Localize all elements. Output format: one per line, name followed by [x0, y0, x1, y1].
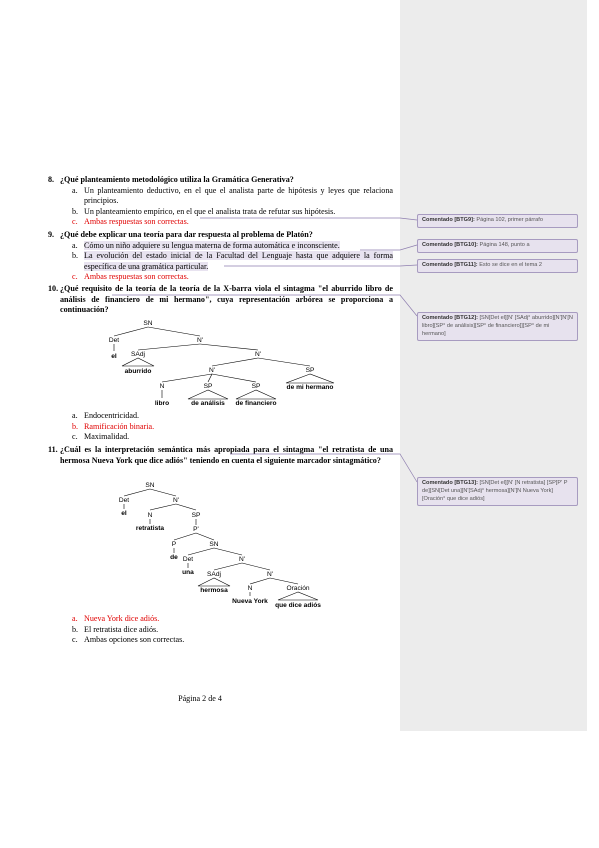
phrase-nueva-york: Nueva York: [232, 598, 268, 605]
node-pbar: P': [193, 526, 199, 533]
question-10: 10. ¿Qué requisito de la teoría de la te…: [48, 284, 393, 316]
node-nbar2: N': [255, 351, 261, 358]
node-sn: SN: [145, 482, 154, 489]
option-c-answer[interactable]: c.Ambas respuestas son correctas.: [72, 217, 189, 227]
question-text: ¿Qué debe explicar una teoría para dar r…: [60, 230, 313, 239]
option-b[interactable]: b.El retratista dice adiós.: [72, 624, 159, 634]
node-nbar: N': [173, 497, 179, 504]
node-sp1: SP: [204, 383, 213, 390]
option-b-answer[interactable]: b.Ramificación binaria.: [72, 421, 155, 431]
node-det2: Det: [183, 556, 193, 563]
node-sadj: SAdj: [131, 351, 145, 358]
node-oracion: Oración: [286, 585, 309, 592]
question-text: ¿Cuál es la interpretación semántica más…: [60, 445, 393, 465]
node-sp-top: SP: [306, 367, 315, 374]
comment-btg10[interactable]: Comentado [BTG10]: Página 148, punto a: [417, 239, 578, 253]
option-c[interactable]: c.Maximalidad.: [72, 432, 130, 442]
page-footer: Página 2 de 4: [178, 694, 222, 703]
option-a-answer[interactable]: a.Nueva York dice adiós.: [72, 614, 160, 623]
comment-btg13[interactable]: Comentado [BTG13]: [SN[Det el][N' [N ret…: [417, 477, 578, 507]
option-c-answer[interactable]: c.Ambas respuestas son correctas.: [72, 272, 189, 282]
question-10-options: a.Endocentricidad. b.Ramificación binari…: [48, 411, 393, 443]
word-de: de: [170, 554, 178, 561]
node-nbar2: N': [239, 556, 245, 563]
node-sn: SN: [143, 320, 152, 327]
word-hermosa: hermosa: [200, 587, 228, 594]
document-page: [0, 0, 400, 848]
node-n: N: [148, 512, 153, 519]
option-a[interactable]: a.Cómo un niño adquiere su lengua matern…: [72, 240, 340, 250]
question-8: 8. ¿Qué planteamiento metodológico utili…: [48, 175, 393, 228]
word-retratista: retratista: [136, 525, 165, 532]
question-text: ¿Qué planteamiento metodológico utiliza …: [60, 175, 294, 184]
word-el: el: [111, 353, 117, 360]
comment-btg11[interactable]: Comentado [BTG11]: Esto se dice en el te…: [417, 259, 578, 273]
question-number: 11.: [48, 445, 58, 454]
node-sp2: SP: [252, 383, 261, 390]
comment-btg12[interactable]: Comentado [BTG12]: [SN[Det el][N' [SAdj°…: [417, 312, 578, 342]
option-b[interactable]: b.Un planteamiento empírico, en el que e…: [72, 206, 336, 216]
option-a[interactable]: a.Endocentricidad.: [72, 411, 140, 420]
syntax-tree-q11: SN Det el N' N retratista SP P' P de SN …: [119, 482, 321, 609]
phrase-de-mi-hermano: de mi hermano: [287, 384, 334, 391]
node-nbar1: N': [197, 337, 203, 344]
node-sn2: SN: [209, 541, 218, 548]
phrase-que-dice-adios: que dice adiós: [275, 602, 321, 609]
comment-margin: [400, 0, 587, 731]
word-libro: libro: [155, 400, 169, 407]
node-nbar3: N': [267, 571, 273, 578]
question-text: ¿Qué requisito de la teoría de la teoría…: [60, 284, 393, 315]
node-det: Det: [109, 337, 119, 344]
option-a[interactable]: a.Un planteamiento deductivo, en el que …: [72, 185, 393, 206]
question-number: 8.: [48, 175, 55, 184]
question-11: 11. ¿Cuál es la interpretación semántica…: [48, 445, 393, 466]
phrase-de-analisis: de análisis: [191, 400, 225, 407]
word-el: el: [121, 510, 127, 517]
node-n: N: [160, 383, 165, 390]
comment-btg9[interactable]: Comentado [BTG9]: Página 102, primer pár…: [417, 214, 578, 228]
phrase-de-financiero: de financiero: [235, 400, 276, 407]
question-number: 9.: [48, 230, 55, 239]
node-n2: N: [248, 585, 253, 592]
node-p: P: [172, 541, 177, 548]
syntax-tree-q10: SN Det el N' SAdj aburrido N' N' SP de m…: [109, 320, 335, 407]
node-sadj: SAdj: [207, 571, 221, 578]
question-11-options: a.Nueva York dice adiós. b.El retratista…: [48, 614, 393, 646]
node-sp: SP: [192, 512, 201, 519]
question-number: 10.: [48, 284, 59, 293]
option-c[interactable]: c.Ambas opciones son correctas.: [72, 635, 185, 645]
node-det: Det: [119, 497, 129, 504]
node-nbar3: N': [209, 367, 215, 374]
word-una: una: [182, 569, 194, 576]
word-aburrido: aburrido: [125, 368, 152, 375]
